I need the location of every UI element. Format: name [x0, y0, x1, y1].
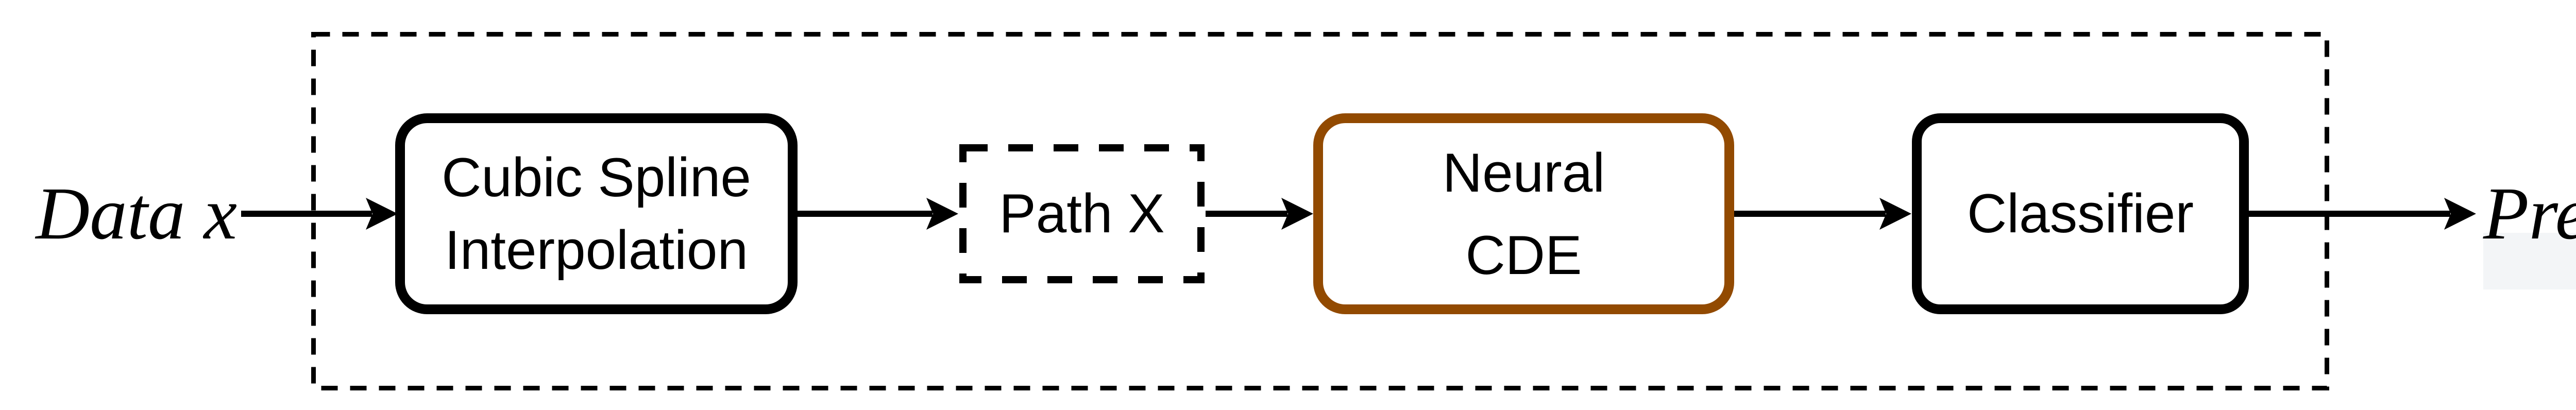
arrow-neural-cde-to-classifier: [1733, 198, 1911, 230]
neural-cde-label-line2: CDE: [1465, 224, 1582, 286]
arrow-path-x-to-neural-cde: [1206, 198, 1313, 230]
path-x-box: Path X: [959, 144, 1205, 283]
cubic-spline-label-line2: Interpolation: [445, 219, 748, 281]
arrow-cubic-spline-to-path-x: [796, 198, 958, 230]
classifier-box: Classifier: [1912, 113, 2249, 314]
neural-cde-box: Neural CDE: [1313, 113, 1734, 314]
neural-cde-label: Neural CDE: [1443, 131, 1605, 297]
arrow-data-to-cubic-spline: [241, 198, 398, 230]
path-x-label: Path X: [999, 182, 1165, 245]
prediction-highlight: [2483, 233, 2576, 289]
cubic-spline-interpolation-box: Cubic Spline Interpolation: [395, 113, 798, 314]
output-prediction-label: Prediction: [2483, 173, 2576, 255]
classifier-label: Classifier: [1967, 182, 2194, 245]
cubic-spline-interpolation-label: Cubic Spline Interpolation: [442, 141, 751, 286]
cubic-spline-label-line1: Cubic Spline: [442, 146, 751, 208]
arrow-classifier-to-prediction: [2247, 198, 2476, 230]
neural-cde-label-line1: Neural: [1442, 141, 1605, 203]
input-data-label: Data x: [36, 173, 237, 255]
